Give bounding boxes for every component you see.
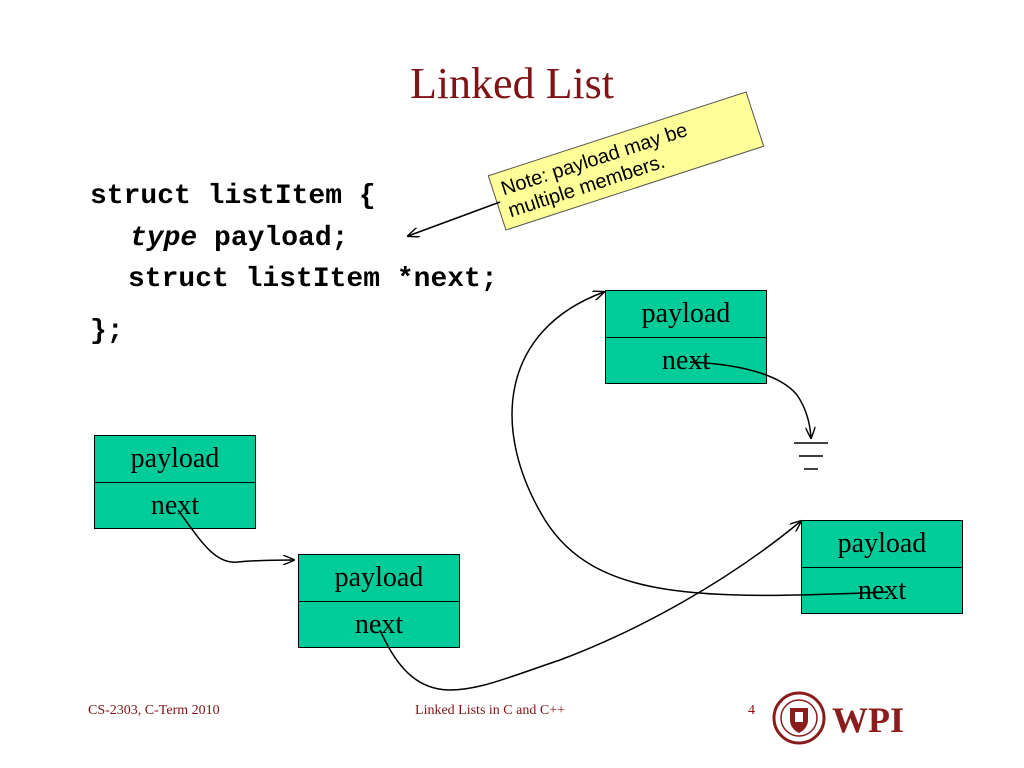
null-ground-icon <box>794 442 828 470</box>
list-node-head: payload next <box>94 435 256 529</box>
code-payload-member: payload; <box>197 223 349 254</box>
node-next-cell: next <box>354 609 404 640</box>
code-line-4: }; <box>90 316 124 347</box>
arrow-head-to-second <box>177 509 294 562</box>
wpi-logo: WPI <box>772 690 920 746</box>
node-next-cell: next <box>857 575 907 606</box>
arrow-second-to-third <box>379 521 801 691</box>
list-node-top: payload next <box>605 290 767 384</box>
footer-page-number: 4 <box>748 703 755 718</box>
node-next-cell: next <box>661 345 711 376</box>
note-arrow <box>408 201 501 236</box>
node-next-cell: next <box>150 490 200 521</box>
list-node-third: payload next <box>801 520 963 614</box>
code-line-1: struct listItem { <box>90 181 376 212</box>
footer-topic: Linked Lists in C and C++ <box>415 703 565 718</box>
slide-title: Linked List <box>409 59 615 108</box>
node-payload-cell: payload <box>606 291 766 338</box>
arrow-top-to-null <box>689 361 811 438</box>
node-payload-cell: payload <box>299 555 459 602</box>
code-line-3: struct listItem *next; <box>128 264 498 295</box>
wpi-logo-text: WPI <box>832 700 904 740</box>
node-payload-cell: payload <box>95 436 255 483</box>
code-type-keyword: type <box>130 223 198 254</box>
arrow-third-to-top <box>511 292 889 597</box>
code-line-2: type payload; <box>130 225 348 253</box>
footer-course: CS-2303, C-Term 2010 <box>88 703 220 718</box>
node-payload-cell: payload <box>802 521 962 568</box>
list-node-second: payload next <box>298 554 460 648</box>
